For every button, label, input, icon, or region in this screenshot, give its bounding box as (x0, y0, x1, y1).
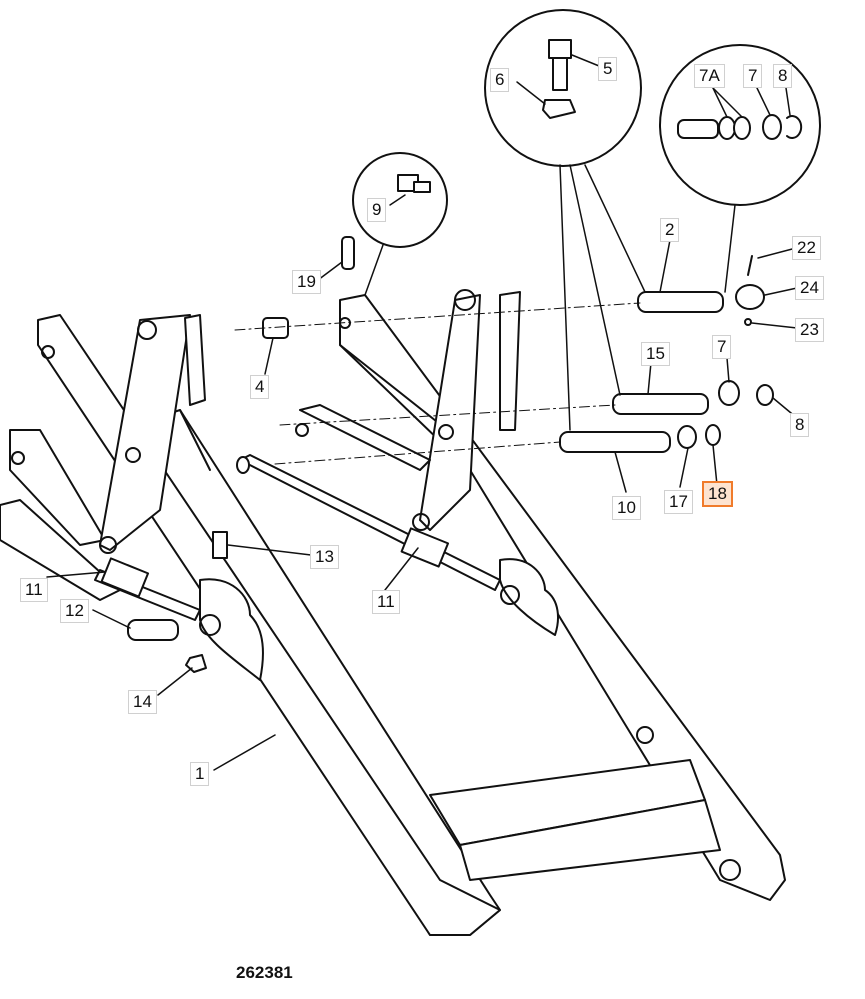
callout-1[interactable]: 1 (190, 762, 210, 786)
left-link (99, 314, 206, 554)
callout-19[interactable]: 19 (292, 270, 321, 294)
callout-7-inset[interactable]: 7 (743, 64, 763, 88)
callout-7[interactable]: 7 (712, 335, 732, 359)
callout-17[interactable]: 17 (664, 490, 693, 514)
callout-12[interactable]: 12 (60, 599, 89, 623)
callout-13[interactable]: 13 (310, 545, 339, 569)
callout-14[interactable]: 14 (128, 690, 157, 714)
callout-6[interactable]: 6 (490, 68, 510, 92)
callout-9[interactable]: 9 (367, 198, 387, 222)
detail-bubbles (352, 9, 821, 248)
callout-8[interactable]: 8 (790, 413, 810, 437)
callout-22[interactable]: 22 (792, 236, 821, 260)
figure-number: 262381 (236, 963, 293, 982)
callout-7a[interactable]: 7A (694, 64, 725, 88)
right-link (339, 289, 521, 531)
assembly-lines (234, 302, 641, 465)
callout-15[interactable]: 15 (641, 342, 670, 366)
brackets (199, 558, 559, 681)
callout-2[interactable]: 2 (660, 218, 680, 242)
callout-8-inset[interactable]: 8 (773, 64, 793, 88)
callout-11-left[interactable]: 11 (20, 578, 48, 602)
callout-4[interactable]: 4 (250, 375, 270, 399)
callout-10[interactable]: 10 (612, 496, 641, 520)
pins (127, 236, 774, 673)
callout-24[interactable]: 24 (795, 276, 824, 300)
callout-5[interactable]: 5 (598, 57, 618, 81)
callout-18-highlighted[interactable]: 18 (702, 481, 733, 507)
callout-11-mid[interactable]: 11 (372, 590, 400, 614)
callout-23[interactable]: 23 (795, 318, 824, 342)
rams (94, 404, 501, 621)
